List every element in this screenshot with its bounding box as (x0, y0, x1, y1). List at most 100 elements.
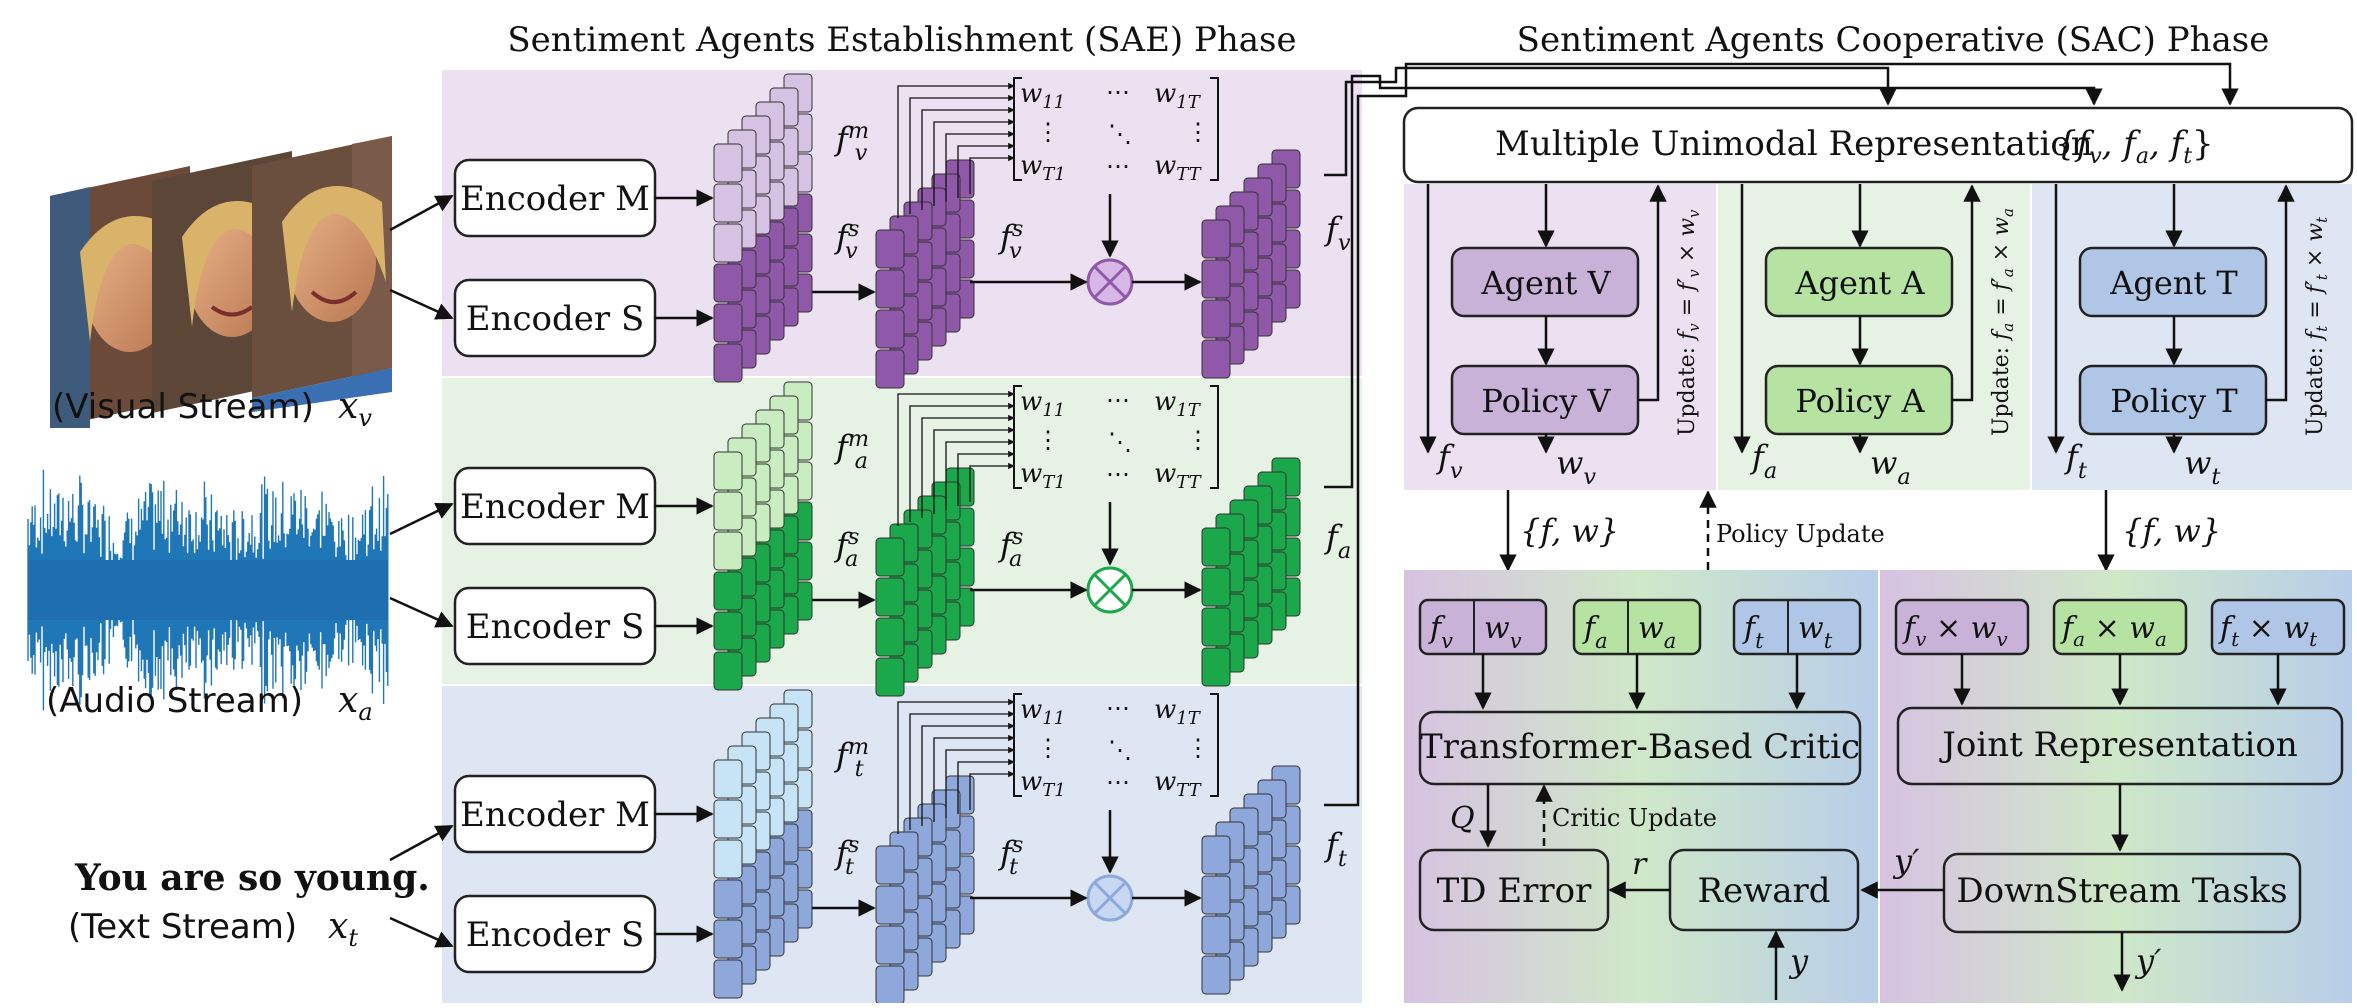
y-label: y (1788, 942, 1809, 980)
audio-waveform-image (27, 469, 389, 711)
text-stream-var: xt (328, 906, 358, 952)
critic-label: Transformer-Based Critic (1420, 727, 1860, 767)
feature-block (875, 577, 905, 617)
feature-block (1201, 567, 1231, 607)
arrow-text-to-encm (389, 824, 454, 862)
arrow-text-to-encs (389, 916, 454, 948)
fw-right-label: {f, w} (2122, 512, 2221, 550)
matrix-bracket-left-t (1013, 693, 1022, 797)
arrow-audio-to-encs (389, 596, 454, 628)
fan-line-v (933, 118, 1015, 206)
visual-stream-var: xv (338, 386, 372, 432)
joint-representation-label: Joint Representation (1939, 725, 2298, 765)
matrix-wT1-a: wT1 (1020, 459, 1066, 493)
matrix-wT1-t: wT1 (1020, 767, 1066, 801)
agent-v-panel (1404, 184, 1716, 490)
feature-block (875, 925, 905, 965)
update-label-a: Update: fa = f′a × wa (1989, 208, 2017, 436)
multiply-x2-t (1093, 881, 1127, 915)
label-w-out-a: wa (1870, 444, 1911, 490)
fan-line-a (957, 450, 1015, 506)
stack2-t (875, 775, 975, 1005)
unimodal-representation-label: Multiple Unimodal Representation (1495, 124, 2093, 164)
matrix-dots-v1-v: ⋮ (1036, 118, 1060, 146)
sae-phase-title: Sentiment Agents Establishment (SAE) Pha… (507, 20, 1296, 60)
arrow-audio-to-encm (389, 502, 454, 536)
update-loop-t (2266, 184, 2295, 402)
output-stack-a (1201, 457, 1301, 687)
route-fa (1324, 74, 2103, 489)
feature-block (1201, 219, 1231, 259)
sac-phase-title: Sentiment Agents Cooperative (SAC) Phase (1517, 20, 2270, 60)
td-error-label: TD Error (1437, 871, 1593, 911)
feature-block (713, 531, 743, 571)
fan-line-t (909, 710, 1015, 830)
critic-box (1418, 710, 1862, 786)
fan-line-v (897, 82, 1015, 218)
feature-block (713, 759, 743, 799)
feature-block (713, 611, 743, 651)
update-label-v: Update: fv = f′v × wv (1675, 209, 1703, 436)
stack2-a (875, 467, 975, 697)
y-prime-left-label: y′ (1892, 842, 1920, 880)
feature-block (1201, 647, 1231, 687)
encoder-s-label-a: Encoder S (466, 607, 644, 647)
critic-token-w-v: wv (1484, 611, 1522, 653)
feature-block (875, 309, 905, 349)
stack2-v (875, 159, 975, 389)
agent-label-a: Agent A (1794, 264, 1925, 302)
critic-update-label: Critic Update (1552, 804, 1717, 832)
feature-block (713, 799, 743, 839)
feature-block (875, 885, 905, 925)
q-label: Q (1450, 801, 1475, 836)
feature-block (1201, 875, 1231, 915)
multiply-x2-a (1093, 573, 1127, 607)
feature-block (875, 349, 905, 389)
update-loop-v (1638, 184, 1667, 402)
agent-label-v: Agent V (1480, 264, 1611, 302)
policy-label-t: Policy T (2110, 382, 2238, 420)
matrix-dots-d-t: ⋱ (1108, 736, 1132, 764)
feature-block (875, 269, 905, 309)
feature-block (713, 183, 743, 223)
agent-label-t: Agent T (2109, 264, 2238, 302)
critic-token-w-t: wt (1798, 611, 1833, 653)
critic-token-w-a: wa (1638, 611, 1676, 653)
policy-label-v: Policy V (1481, 382, 1611, 420)
encoder-m-label-v: Encoder M (460, 179, 650, 219)
update-label-t: Update: ft = f′t × wt (2303, 216, 2331, 436)
fan-line-a (945, 438, 1015, 510)
text-stream-label: (Text Stream) (68, 907, 297, 947)
feature-block (713, 263, 743, 303)
arrow-visual-to-encm (389, 194, 454, 232)
feature-block (1201, 607, 1231, 647)
feature-block (1201, 339, 1231, 379)
fan-line-a (897, 390, 1015, 526)
matrix-dots-h1-a: ⋯ (1106, 386, 1130, 414)
visual-stream-label: (Visual Stream) (52, 387, 314, 427)
policy-label-a: Policy A (1795, 382, 1925, 420)
feature-block (713, 343, 743, 383)
matrix-dots-v1-a: ⋮ (1036, 426, 1060, 454)
matrix-dots-v2-t: ⋮ (1186, 734, 1210, 762)
arrow-visual-to-encs (389, 288, 454, 320)
label-w-out-v: wv (1556, 444, 1596, 490)
fan-line-v (957, 142, 1015, 198)
stack1-v (713, 73, 813, 383)
fan-line-v (945, 130, 1015, 202)
feature-block (713, 223, 743, 263)
feature-block (713, 651, 743, 691)
fan-line-t (897, 698, 1015, 834)
matrix-wT1-v: wT1 (1020, 151, 1066, 185)
matrix-dots-h1-t: ⋯ (1106, 694, 1130, 722)
waveform-core (28, 560, 388, 620)
